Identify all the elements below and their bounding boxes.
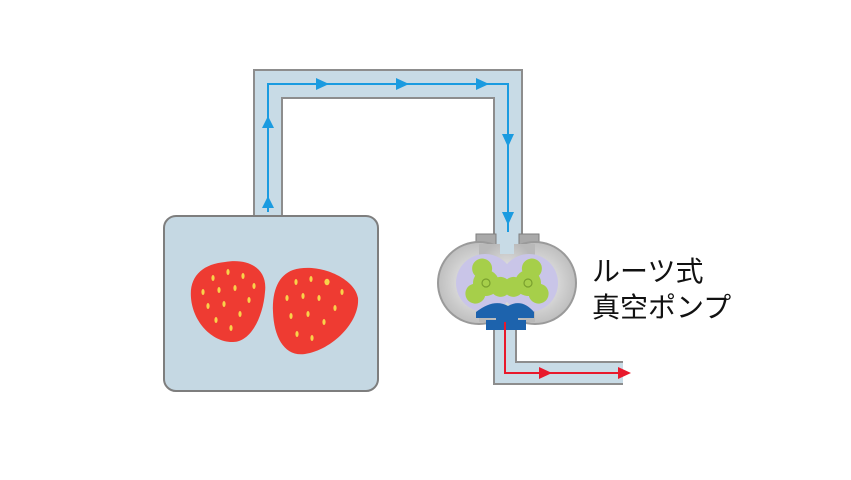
strawberry-seeds: [285, 276, 344, 341]
strawberry-left: [190, 261, 266, 343]
air-flow-arrows: [262, 78, 514, 225]
pump-label: ルーツ式 真空ポンプ: [592, 254, 731, 326]
arrow-down-icon: [502, 212, 514, 225]
arrow-right-icon: [618, 367, 631, 379]
air-flow-line: [267, 83, 509, 232]
strawberry-seeds: [201, 269, 256, 331]
vacuum-chamber: [163, 215, 379, 392]
arrow-right-icon: [316, 78, 329, 90]
roots-vacuum-pump: [437, 233, 577, 330]
exhaust-flow-line: [504, 322, 622, 374]
arrow-right-icon: [396, 78, 409, 90]
arrow-right-icon: [476, 78, 489, 90]
arrow-right-icon: [539, 367, 552, 379]
arrow-up-icon: [262, 196, 274, 208]
arrow-up-icon: [262, 116, 274, 128]
arrow-down-icon: [502, 134, 514, 147]
pump-label-line1: ルーツ式: [592, 255, 704, 288]
strawberry-right: [272, 267, 359, 355]
pump-label-line2: 真空ポンプ: [592, 291, 732, 324]
exhaust-flow-arrows: [539, 367, 631, 379]
pump-outlet: [496, 306, 518, 322]
